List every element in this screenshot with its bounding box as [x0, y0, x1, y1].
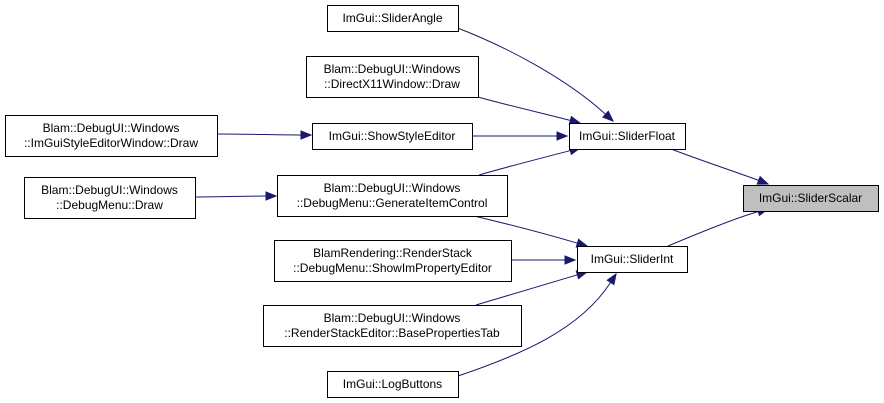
arrowhead [265, 191, 278, 201]
node-label: Blam::DebugUI::Windows [41, 183, 178, 197]
edge-line [475, 274, 578, 306]
edge-debug_menu_draw-to-generate_item_control [194, 191, 278, 201]
node-box [277, 175, 508, 217]
arrowhead [602, 110, 614, 122]
node-box [306, 56, 479, 98]
node-label: ::DebugMenu::Draw [56, 198, 163, 212]
edge-style_editor_window_draw-to-show_style_editor [216, 130, 313, 140]
node-debug-menu-draw[interactable]: Blam::DebugUI::Windows::DebugMenu::Draw [24, 177, 196, 219]
node-label: ImGui::LogButtons [343, 377, 442, 391]
node-label: BlamRendering::RenderStack [313, 246, 473, 260]
node-label: ::DirectX11Window::Draw [324, 77, 460, 91]
node-show-im-property-editor[interactable]: BlamRendering::RenderStack::DebugMenu::S… [274, 240, 512, 282]
arrowhead [756, 175, 770, 185]
node-label: ImGui::SliderInt [591, 252, 674, 266]
node-slider-float[interactable]: ImGui::SliderFloat [569, 123, 686, 150]
node-dx11-draw[interactable]: Blam::DebugUI::Windows::DirectX11Window:… [306, 56, 479, 98]
edge-slider_float-to-slider_scalar [670, 148, 770, 185]
node-label: ::DebugMenu::GenerateItemControl [297, 196, 488, 210]
edge-line [670, 148, 759, 181]
node-box [327, 5, 459, 32]
edge-slider_int-to-slider_scalar [667, 207, 770, 247]
node-box [577, 246, 688, 273]
node-label: ImGui::SliderScalar [759, 191, 862, 205]
node-box [263, 305, 522, 347]
edge-line [194, 195, 267, 198]
node-box [5, 115, 218, 157]
node-label: ::DebugMenu::ShowImPropertyEditor [293, 261, 492, 275]
edge-line [478, 150, 571, 176]
node-generate-item-control[interactable]: Blam::DebugUI::Windows::DebugMenu::Gener… [277, 175, 508, 217]
edge-line [454, 26, 606, 115]
edge-line [667, 211, 759, 247]
edge-log_buttons-to-slider_int [457, 272, 617, 377]
node-box [327, 371, 459, 398]
arrowhead [300, 130, 313, 140]
arrowhead [564, 255, 577, 265]
arrowhead [575, 238, 589, 248]
edge-line [457, 282, 612, 377]
node-slider-int[interactable]: ImGui::SliderInt [577, 246, 688, 273]
node-base-properties-tab[interactable]: Blam::DebugUI::Windows::RenderStackEdito… [263, 305, 522, 347]
edge-dx11_draw-to-slider_float [477, 96, 582, 125]
node-box [312, 123, 473, 150]
edge-generate_item_control-to-slider_float [478, 146, 582, 176]
edge-show_im_property_editor-to-slider_int [511, 255, 577, 265]
node-label: ::ImGuiStyleEditorWindow::Draw [24, 136, 198, 150]
node-label: ImGui::ShowStyleEditor [329, 129, 456, 143]
node-box [743, 185, 879, 212]
node-show-style-editor[interactable]: ImGui::ShowStyleEditor [312, 123, 473, 150]
edge-line [216, 133, 302, 136]
edge-show_style_editor-to-slider_float [472, 131, 569, 141]
node-label: Blam::DebugUI::Windows [324, 181, 461, 195]
node-label: Blam::DebugUI::Windows [324, 62, 461, 76]
node-label: ::RenderStackEditor::BasePropertiesTab [284, 326, 500, 340]
node-label: ImGui::SliderAngle [342, 11, 442, 25]
node-slider-angle[interactable]: ImGui::SliderAngle [327, 5, 459, 32]
edge-slider_angle-to-slider_float [454, 26, 614, 122]
node-box [569, 123, 686, 150]
node-style-editor-window-draw[interactable]: Blam::DebugUI::Windows::ImGuiStyleEditor… [5, 115, 218, 157]
node-log-buttons[interactable]: ImGui::LogButtons [327, 371, 459, 398]
node-label: ImGui::SliderFloat [579, 129, 676, 143]
nodes: ImGui::SliderScalarImGui::SliderFloatImG… [5, 5, 879, 398]
arrowhead [556, 131, 569, 141]
arrowhead [606, 272, 617, 286]
node-box [24, 177, 196, 219]
node-box [274, 240, 512, 282]
node-label: Blam::DebugUI::Windows [324, 311, 461, 325]
node-slider-scalar[interactable]: ImGui::SliderScalar [743, 185, 879, 212]
edge-line [473, 215, 578, 244]
edge-line [477, 96, 571, 121]
node-label: Blam::DebugUI::Windows [43, 121, 180, 135]
